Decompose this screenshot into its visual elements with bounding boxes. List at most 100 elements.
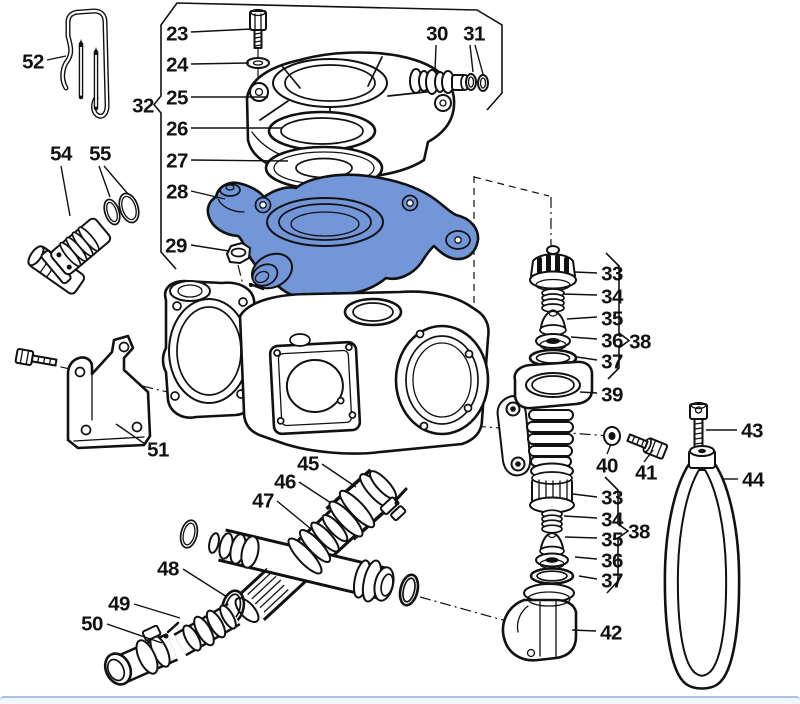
callout-33b: 33 xyxy=(601,487,623,510)
callout-29: 29 xyxy=(165,235,187,258)
part-clamp-rings-55 xyxy=(103,192,140,226)
callout-30: 30 xyxy=(426,23,448,46)
construction-line xyxy=(237,264,244,286)
leader-line-31 xyxy=(469,44,474,73)
part-handle-44 xyxy=(663,445,741,690)
part-bolt-41 xyxy=(626,433,669,460)
leader-line-45 xyxy=(321,463,357,488)
part-bracket-bolt xyxy=(14,348,58,367)
leader-line-35b xyxy=(564,536,598,539)
part-o-ring-48b xyxy=(398,573,420,607)
leader-line-42 xyxy=(571,629,597,632)
leader-line-31 xyxy=(474,44,484,75)
callout-54: 54 xyxy=(50,143,73,166)
leader-line-36b xyxy=(574,556,598,560)
callout-50: 50 xyxy=(81,613,103,636)
part-cam-coupling-45 xyxy=(328,470,408,538)
callout-55: 55 xyxy=(89,143,111,166)
leader-line-52 xyxy=(46,55,67,61)
leader-line-54 xyxy=(60,165,71,217)
leader-line-41 xyxy=(643,449,654,463)
part-elbow-42 xyxy=(501,583,578,662)
callout-34a: 34 xyxy=(601,286,624,309)
leader-line-55 xyxy=(98,165,111,198)
leader-line-34b xyxy=(563,515,598,519)
callout-43: 43 xyxy=(741,420,763,443)
leader-line-51 xyxy=(115,423,146,445)
part-adapter-49 xyxy=(173,602,241,657)
part-cam-coupling-50 xyxy=(103,621,180,686)
callout-38b: 38 xyxy=(628,521,650,544)
callout-37a: 37 xyxy=(601,351,623,374)
leader-lines-layer xyxy=(46,28,738,644)
footer-bar xyxy=(0,696,800,704)
leader-line-24 xyxy=(190,62,250,65)
callout-47: 47 xyxy=(252,490,274,513)
callout-28: 28 xyxy=(166,181,188,204)
callout-31: 31 xyxy=(463,23,485,46)
leader-line-39 xyxy=(579,391,598,394)
part-hose-tail-46 xyxy=(287,514,349,575)
part-valve-cage-33b xyxy=(529,471,575,514)
group-bracket-38 xyxy=(604,476,630,594)
callout-33a: 33 xyxy=(601,263,623,286)
leader-line-35a xyxy=(566,316,598,320)
callout-34b: 34 xyxy=(601,509,624,532)
group-brackets-layer xyxy=(152,2,631,594)
leader-line-48 xyxy=(182,568,228,598)
part-manifold-28-highlighted xyxy=(206,173,480,300)
callout-46: 46 xyxy=(274,471,296,494)
callout-37b: 37 xyxy=(601,570,623,593)
part-valve-poppet-35a xyxy=(539,309,567,336)
callout-51: 51 xyxy=(147,439,169,462)
leader-line-46 xyxy=(298,481,332,504)
callout-52: 52 xyxy=(22,51,44,74)
leader-line-50 xyxy=(106,623,163,644)
part-seal-kit-30 xyxy=(409,68,470,95)
leader-line-33a xyxy=(574,271,598,274)
construction-line xyxy=(473,176,550,197)
part-nut-29 xyxy=(226,242,251,264)
part-bolt-23 xyxy=(249,8,267,49)
callout-27: 27 xyxy=(166,150,188,173)
leader-line-30 xyxy=(434,44,437,73)
leader-line-37a xyxy=(576,356,598,361)
leader-line-23 xyxy=(190,28,253,33)
callout-35b: 35 xyxy=(601,529,623,552)
callout-40: 40 xyxy=(596,455,618,478)
part-ring-26 xyxy=(267,110,377,152)
leader-line-33b xyxy=(572,493,598,498)
leader-line-36a xyxy=(570,336,598,340)
part-o-ring-tail xyxy=(179,519,199,549)
callout-41: 41 xyxy=(635,462,657,485)
callout-36b: 36 xyxy=(601,550,623,573)
parts-layer xyxy=(14,8,741,690)
part-valve-poppet-35b xyxy=(539,531,565,557)
leader-line-55 xyxy=(103,165,129,195)
part-valve-cage-33a xyxy=(529,245,577,292)
leader-line-40 xyxy=(606,443,612,455)
callout-26: 26 xyxy=(166,118,188,141)
callout-25: 25 xyxy=(166,87,188,110)
leader-line-28 xyxy=(190,190,226,200)
leader-line-27 xyxy=(190,159,289,162)
group-bracket-38 xyxy=(605,252,631,380)
callout-38a: 38 xyxy=(629,331,651,354)
callout-36a: 36 xyxy=(601,330,623,353)
part-washer-40 xyxy=(603,426,621,446)
callout-45: 45 xyxy=(297,453,319,476)
part-valve-seat-36a xyxy=(535,333,571,351)
part-valve-housing-39 xyxy=(496,360,594,480)
part-valve-seat-36b xyxy=(535,552,569,570)
callout-24: 24 xyxy=(166,54,189,77)
leader-line-37b xyxy=(578,575,598,580)
part-fitting-54 xyxy=(27,217,112,295)
part-valve-spring-34a xyxy=(541,288,565,313)
part-crankcase-body xyxy=(161,279,490,455)
callout-32: 32 xyxy=(132,95,154,118)
group-bracket-32 xyxy=(152,2,503,270)
callout-49: 49 xyxy=(108,593,130,616)
